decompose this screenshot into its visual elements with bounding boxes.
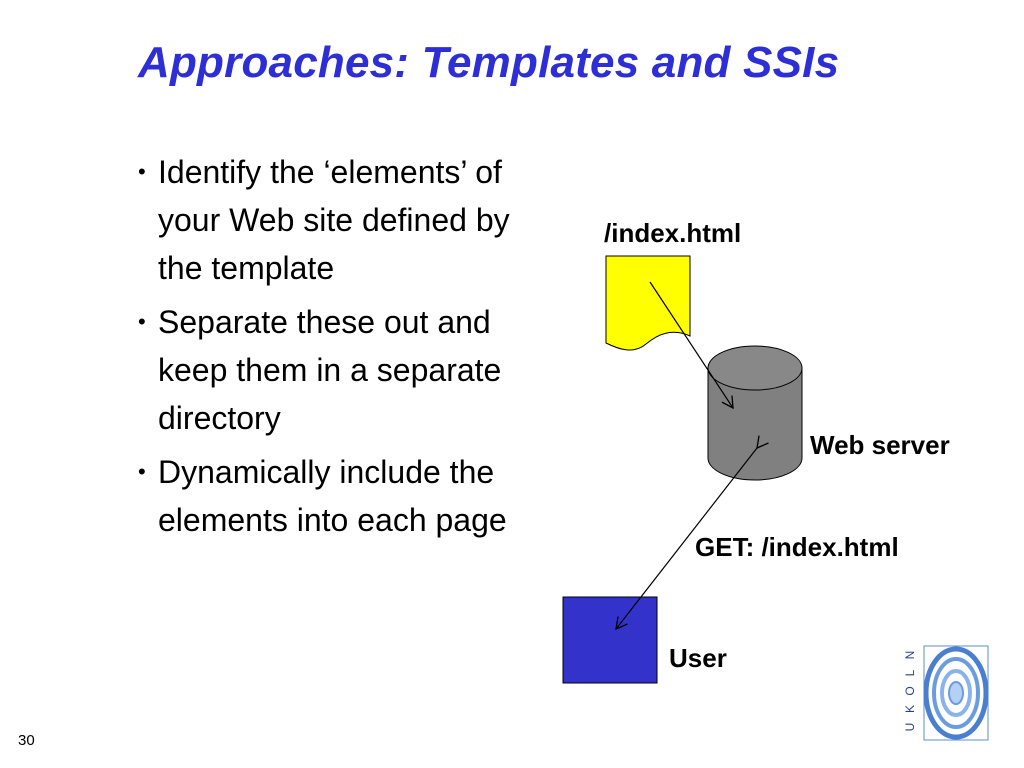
logo-letter: K: [903, 705, 917, 714]
slide-title: Approaches: Templates and SSIs: [138, 38, 840, 87]
document-to-server-arrow: [649, 281, 734, 410]
bullet-dot-icon: •: [138, 459, 146, 484]
logo-letter: N: [903, 650, 917, 660]
bullet-text: Dynamically include the elements into ea…: [158, 454, 507, 538]
server-cylinder-icon: [707, 345, 803, 481]
user-box-icon: [562, 596, 658, 684]
bullet-item: • Dynamically include the elements into …: [138, 448, 518, 544]
bullet-list: • Identify the ‘elements’ of your Web si…: [138, 148, 518, 550]
bullet-dot-icon: •: [138, 159, 146, 184]
document-icon: [605, 255, 691, 351]
bullet-item: • Identify the ‘elements’ of your Web si…: [138, 148, 518, 292]
server-label: Web server: [810, 430, 950, 460]
logo-letter: L: [903, 669, 917, 677]
page-number: 30: [18, 732, 35, 749]
bullet-dot-icon: •: [138, 309, 146, 334]
user-label: User: [669, 643, 727, 673]
logo-letter: U: [903, 722, 917, 732]
bullet-text: Identify the ‘elements’ of your Web site…: [158, 154, 510, 286]
bullet-item: • Separate these out and keep them in a …: [138, 298, 518, 442]
bullet-text: Separate these out and keep them in a se…: [158, 304, 502, 436]
ukoln-logo: [923, 645, 989, 741]
document-label: /index.html: [604, 218, 742, 248]
request-label: GET: /index.html: [695, 532, 899, 562]
logo-letter: O: [903, 686, 917, 696]
server-user-arrow: [615, 435, 769, 631]
